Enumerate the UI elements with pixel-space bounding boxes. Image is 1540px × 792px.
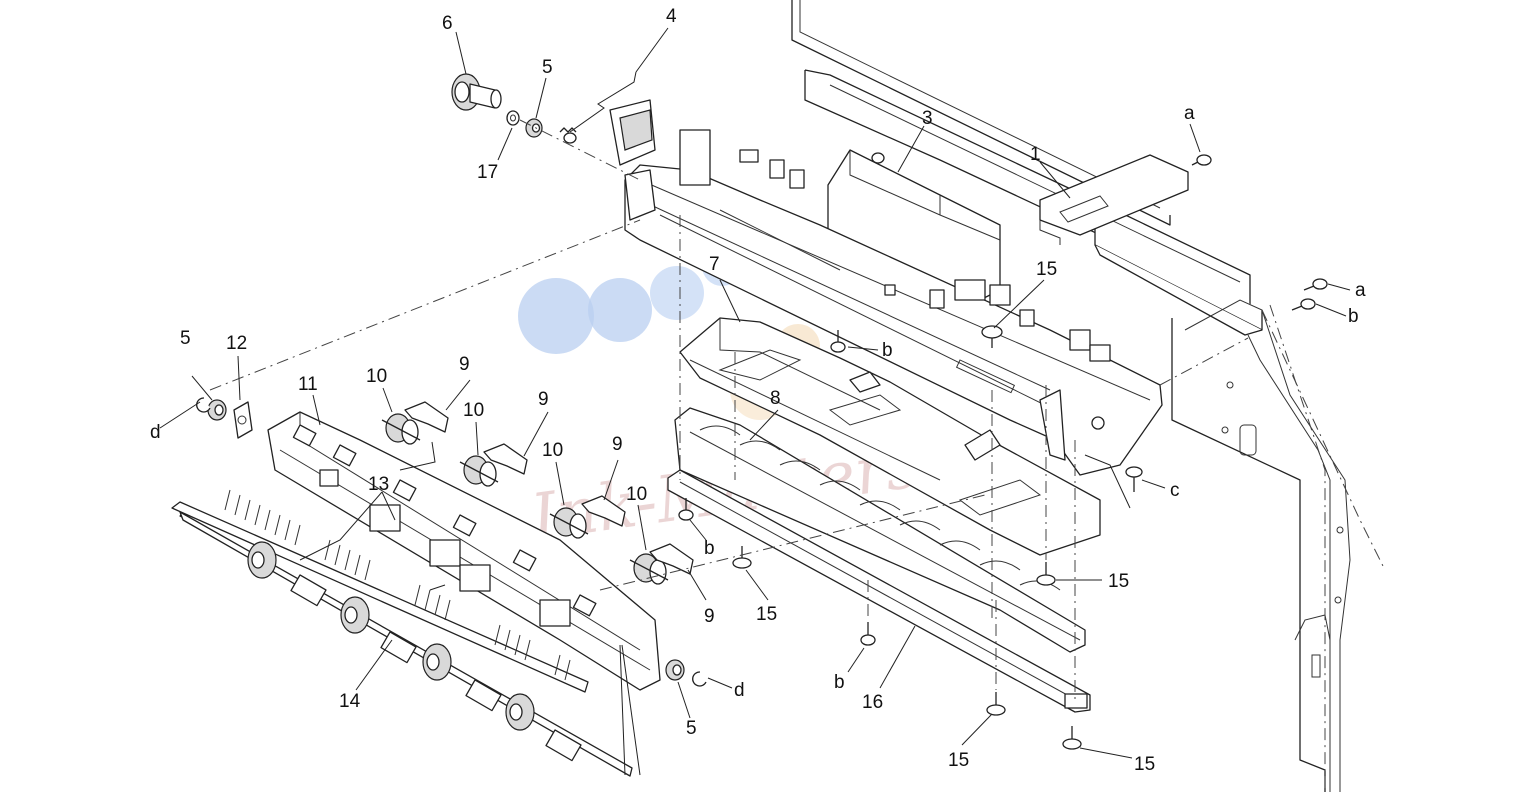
frame-right-plate [1171, 299, 1351, 792]
part-9-spring-clip [404, 401, 694, 575]
screw-15 [732, 546, 752, 569]
watermark-dot [518, 278, 594, 354]
callout-16: 16 [862, 692, 883, 713]
callout-b: b [704, 538, 715, 559]
part-4-spring [559, 127, 577, 144]
callout-1: 1 [1030, 144, 1041, 165]
callout-8: 8 [770, 388, 781, 409]
part-5-bearing [665, 659, 685, 681]
part-10-roller [459, 455, 499, 487]
part-8-transport-guide [674, 407, 1086, 653]
part-6-gear [451, 73, 502, 111]
leader-lines [159, 27, 1351, 776]
callout-d: d [734, 680, 745, 701]
screw-b [860, 622, 876, 646]
callout-17: 17 [477, 162, 498, 183]
callout-c: c [1170, 480, 1180, 501]
callout-5: 5 [180, 328, 191, 349]
screw-a [1303, 278, 1328, 291]
callout-10: 10 [366, 366, 387, 387]
callout-7: 7 [709, 254, 720, 275]
callout-11: 11 [298, 374, 318, 395]
frame-side-plate [791, 0, 1263, 336]
callout-15: 15 [1134, 754, 1155, 775]
callout-15: 15 [948, 750, 969, 771]
part-10-roller [629, 553, 669, 585]
part-d-clip [196, 397, 211, 413]
screw-15 [981, 325, 1003, 348]
part-10-roller [381, 413, 421, 445]
callout-10: 10 [626, 484, 647, 505]
callout-9: 9 [704, 606, 715, 627]
callout-9: 9 [612, 434, 623, 455]
assembly-lines [209, 215, 1249, 700]
callout-a: a [1355, 280, 1366, 301]
screw-a [1191, 154, 1212, 166]
part-10-roller [549, 507, 589, 539]
callout-9: 9 [459, 354, 470, 375]
part-11-roller-holder [267, 411, 661, 691]
callout-15: 15 [756, 604, 777, 625]
screw-b [678, 498, 694, 521]
screw-b [1291, 298, 1316, 311]
part-14-roller-shaft [179, 511, 633, 777]
part-5-bearing [525, 118, 543, 138]
callout-b: b [1348, 306, 1359, 327]
part-7-guide-plate [679, 317, 1101, 556]
callout-5: 5 [686, 718, 697, 739]
screw-15 [986, 692, 1006, 716]
part-d-clip [692, 671, 707, 687]
callout-13: 13 [368, 474, 389, 495]
callout-3: 3 [922, 108, 933, 129]
part-5-bearing [207, 399, 227, 421]
callout-b: b [882, 340, 893, 361]
callout-b: b [834, 672, 845, 693]
watermark-dot [588, 278, 652, 342]
callout-10: 10 [463, 400, 484, 421]
part-13-brush-bar [171, 489, 589, 693]
screw-b [830, 330, 846, 353]
screw-15 [1036, 562, 1056, 586]
watermark-dot [650, 266, 704, 320]
callout-14: 14 [339, 691, 361, 712]
callout-15: 15 [1036, 259, 1057, 280]
upper-chassis-frame [609, 99, 1163, 476]
part-12-bracket [233, 401, 253, 439]
callout-labels: 1 3 4 5 5 5 6 7 8 9 9 9 9 10 10 10 10 11… [150, 6, 1366, 775]
screw-15 [1062, 726, 1082, 750]
callout-10: 10 [542, 440, 563, 461]
callout-15: 15 [1108, 571, 1129, 592]
assembly-centerline [1269, 304, 1326, 792]
callout-4: 4 [666, 6, 677, 27]
callout-9: 9 [538, 389, 549, 410]
screw-c [1125, 466, 1143, 492]
callout-a: a [1184, 103, 1195, 124]
callout-6: 6 [442, 13, 453, 34]
part-17-washer [506, 110, 520, 126]
part-16-lower-rail [667, 469, 1091, 713]
part-1-bracket [1039, 154, 1189, 245]
callout-5: 5 [542, 57, 553, 78]
callout-d: d [150, 422, 161, 443]
callout-12: 12 [226, 333, 247, 354]
